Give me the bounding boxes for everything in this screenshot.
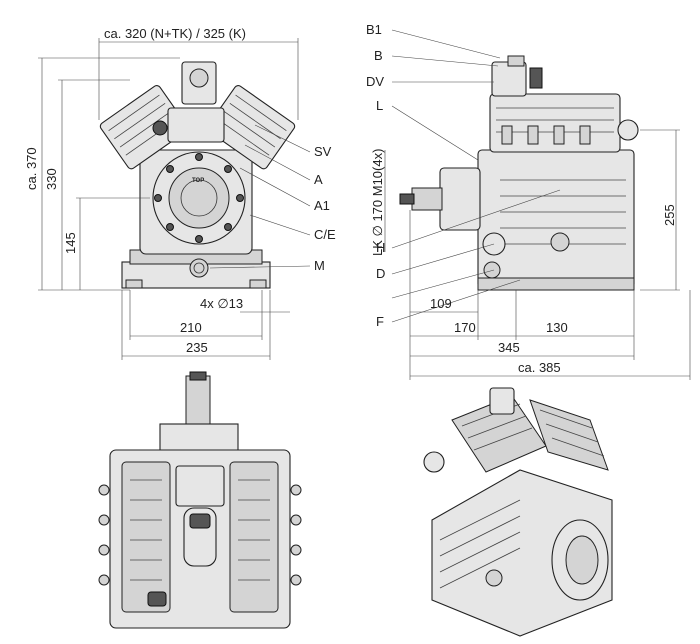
side-labels: B1 B DV L H D F bbox=[366, 22, 385, 329]
label-f: F bbox=[376, 314, 384, 329]
side-head-bolts bbox=[501, 125, 591, 145]
iso-head-right bbox=[529, 399, 609, 471]
dim-width-top: ca. 320 (N+TK) / 325 (K) bbox=[104, 26, 246, 41]
side-shaft-hub bbox=[439, 167, 481, 231]
dim-holes: 4x ∅13 bbox=[200, 296, 243, 311]
dim-height-255: 255 bbox=[662, 204, 677, 226]
front-labels: SV A A1 C/E M bbox=[314, 144, 336, 273]
top-right-head bbox=[229, 461, 279, 613]
dim-385: ca. 385 bbox=[518, 360, 561, 375]
side-top-valve bbox=[491, 61, 527, 97]
dim-height-370: ca. 370 bbox=[24, 147, 39, 190]
label-m: M bbox=[314, 258, 325, 273]
dim-base-235: 235 bbox=[186, 340, 208, 355]
label-b: B bbox=[374, 48, 383, 63]
side-crankcase bbox=[477, 149, 635, 289]
label-b1: B1 bbox=[366, 22, 382, 37]
front-dimension-lines bbox=[38, 38, 311, 360]
side-view bbox=[399, 55, 639, 291]
side-shaft bbox=[411, 187, 443, 211]
dim-thread: LK ∅ 170 M10(4x) bbox=[370, 149, 385, 256]
label-l: L bbox=[376, 98, 383, 113]
side-center-port bbox=[550, 232, 570, 252]
iso-port bbox=[485, 569, 503, 587]
dim-height-330: 330 bbox=[44, 168, 59, 190]
top-left-head bbox=[121, 461, 171, 613]
top-side-bolts bbox=[98, 484, 302, 586]
front-cover-bolts bbox=[154, 153, 244, 243]
dim-base-210: 210 bbox=[180, 320, 202, 335]
label-d: D bbox=[376, 266, 385, 281]
top-valve-knob bbox=[147, 591, 167, 607]
label-a: A bbox=[314, 172, 323, 187]
dim-height-145: 145 bbox=[63, 232, 78, 254]
isometric-view bbox=[423, 387, 613, 637]
top-shaft bbox=[185, 375, 211, 427]
label-h: H bbox=[376, 240, 385, 255]
dim-109: 109 bbox=[430, 296, 452, 311]
side-dimension-texts: 255 LK ∅ 170 M10(4x) 109 170 130 345 ca.… bbox=[370, 149, 677, 375]
front-view: TOP bbox=[99, 61, 296, 289]
front-valve-knob bbox=[152, 120, 168, 136]
dim-345: 345 bbox=[498, 340, 520, 355]
side-dv-knob bbox=[529, 67, 543, 89]
iso-top-valve bbox=[489, 387, 515, 415]
label-ce: C/E bbox=[314, 227, 336, 242]
top-center-valve bbox=[175, 465, 225, 507]
label-sv: SV bbox=[314, 144, 332, 159]
top-stamp: TOP bbox=[192, 178, 204, 184]
dim-130: 130 bbox=[546, 320, 568, 335]
front-dimension-texts: ca. 320 (N+TK) / 325 (K) ca. 370 330 145… bbox=[24, 26, 246, 355]
front-sight-glass bbox=[189, 258, 209, 278]
dim-170: 170 bbox=[454, 320, 476, 335]
side-fitting-d bbox=[483, 261, 501, 279]
top-view bbox=[98, 371, 302, 629]
side-dimension-lines bbox=[384, 29, 691, 380]
front-right-cylinder-bank bbox=[206, 85, 296, 170]
iso-left-fitting bbox=[423, 451, 445, 473]
front-service-valve bbox=[167, 107, 225, 143]
label-dv: DV bbox=[366, 74, 384, 89]
label-a1: A1 bbox=[314, 198, 330, 213]
top-hub bbox=[159, 423, 239, 453]
side-right-fitting bbox=[617, 119, 639, 141]
